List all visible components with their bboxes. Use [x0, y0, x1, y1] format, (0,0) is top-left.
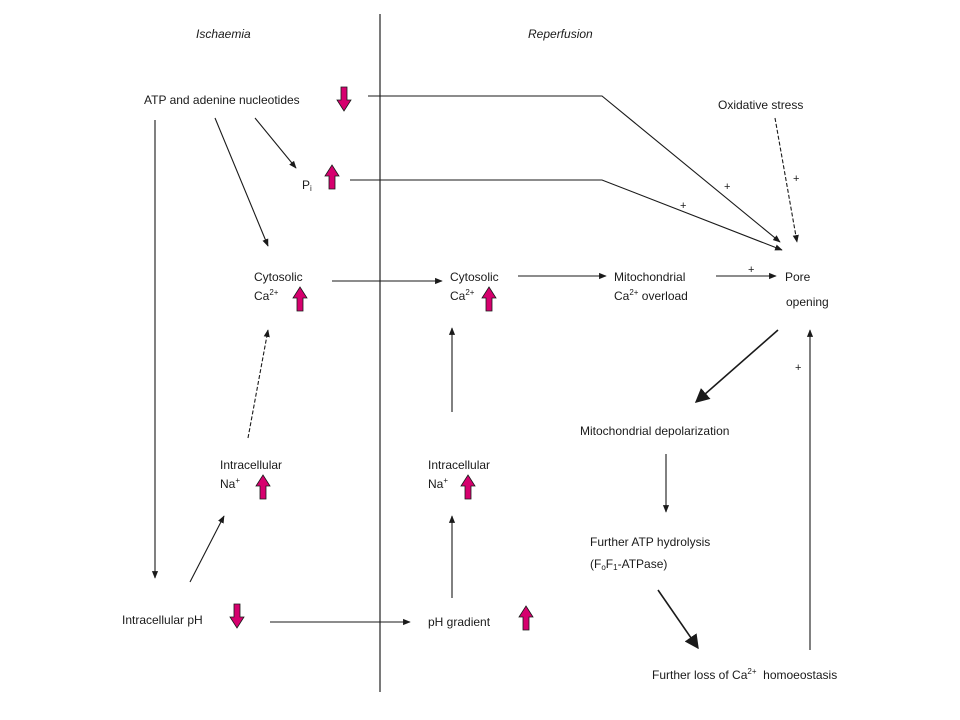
label-further-atp-hydrolysis: Further ATP hydrolysis	[590, 535, 711, 549]
arrow-pore-to-depolarization	[694, 329, 779, 403]
label-ph-gradient: pH gradient	[428, 615, 491, 629]
label-further-loss-ca-homoeostasis: Further loss of Ca2+ homoeostasis	[652, 667, 838, 682]
label-pore-line1: Pore	[785, 270, 811, 284]
arrow-oxidative-to-pore	[774, 117, 799, 243]
plus-sign-oxidative: +	[793, 173, 800, 185]
up-arrow-indicator-cytosolic-right	[481, 286, 497, 312]
up-arrow-indicator-pi	[324, 164, 340, 190]
arrow-hydrolysis-to-loss	[657, 589, 699, 650]
label-atp: ATP and adenine nucleotides	[144, 93, 300, 107]
header-ischaemia: Ischaemia	[196, 27, 251, 41]
header-reperfusion: Reperfusion	[528, 27, 593, 41]
plus-sign-mitochondrial: +	[748, 264, 755, 276]
label-fofi-atpase: (FoF1-ATPase)	[590, 557, 668, 572]
label-oxidative-stress: Oxidative stress	[718, 98, 804, 112]
plus-sign-pi: +	[680, 200, 687, 212]
arrow-atp-to-pore	[368, 95, 781, 243]
arrow-atp-to-cytosolic-left	[214, 117, 269, 247]
label-mitochondrial-depolarization: Mitochondrial depolarization	[580, 424, 730, 438]
arrow-na-left-to-cytosolic	[247, 329, 270, 439]
down-arrow-indicator-ph-left	[229, 603, 245, 629]
label-intracellular-ph: Intracellular pH	[122, 613, 203, 627]
arrow-ph-to-na-left	[189, 515, 225, 583]
down-arrow-indicator-atp	[336, 86, 352, 112]
arrow-atp-to-pi	[254, 117, 297, 169]
up-arrow-indicator-na-left	[255, 474, 271, 500]
label-pore-line2: opening	[786, 295, 829, 309]
plus-sign-loss: +	[795, 362, 802, 374]
up-arrow-indicator-na-right	[460, 474, 476, 500]
up-arrow-indicator-ph-gradient	[518, 605, 534, 631]
label-pi: Pi	[302, 178, 312, 193]
arrow-pi-to-pore	[350, 179, 783, 251]
plus-sign-atp: +	[724, 181, 731, 193]
up-arrow-indicator-cytosolic-left	[292, 286, 308, 312]
